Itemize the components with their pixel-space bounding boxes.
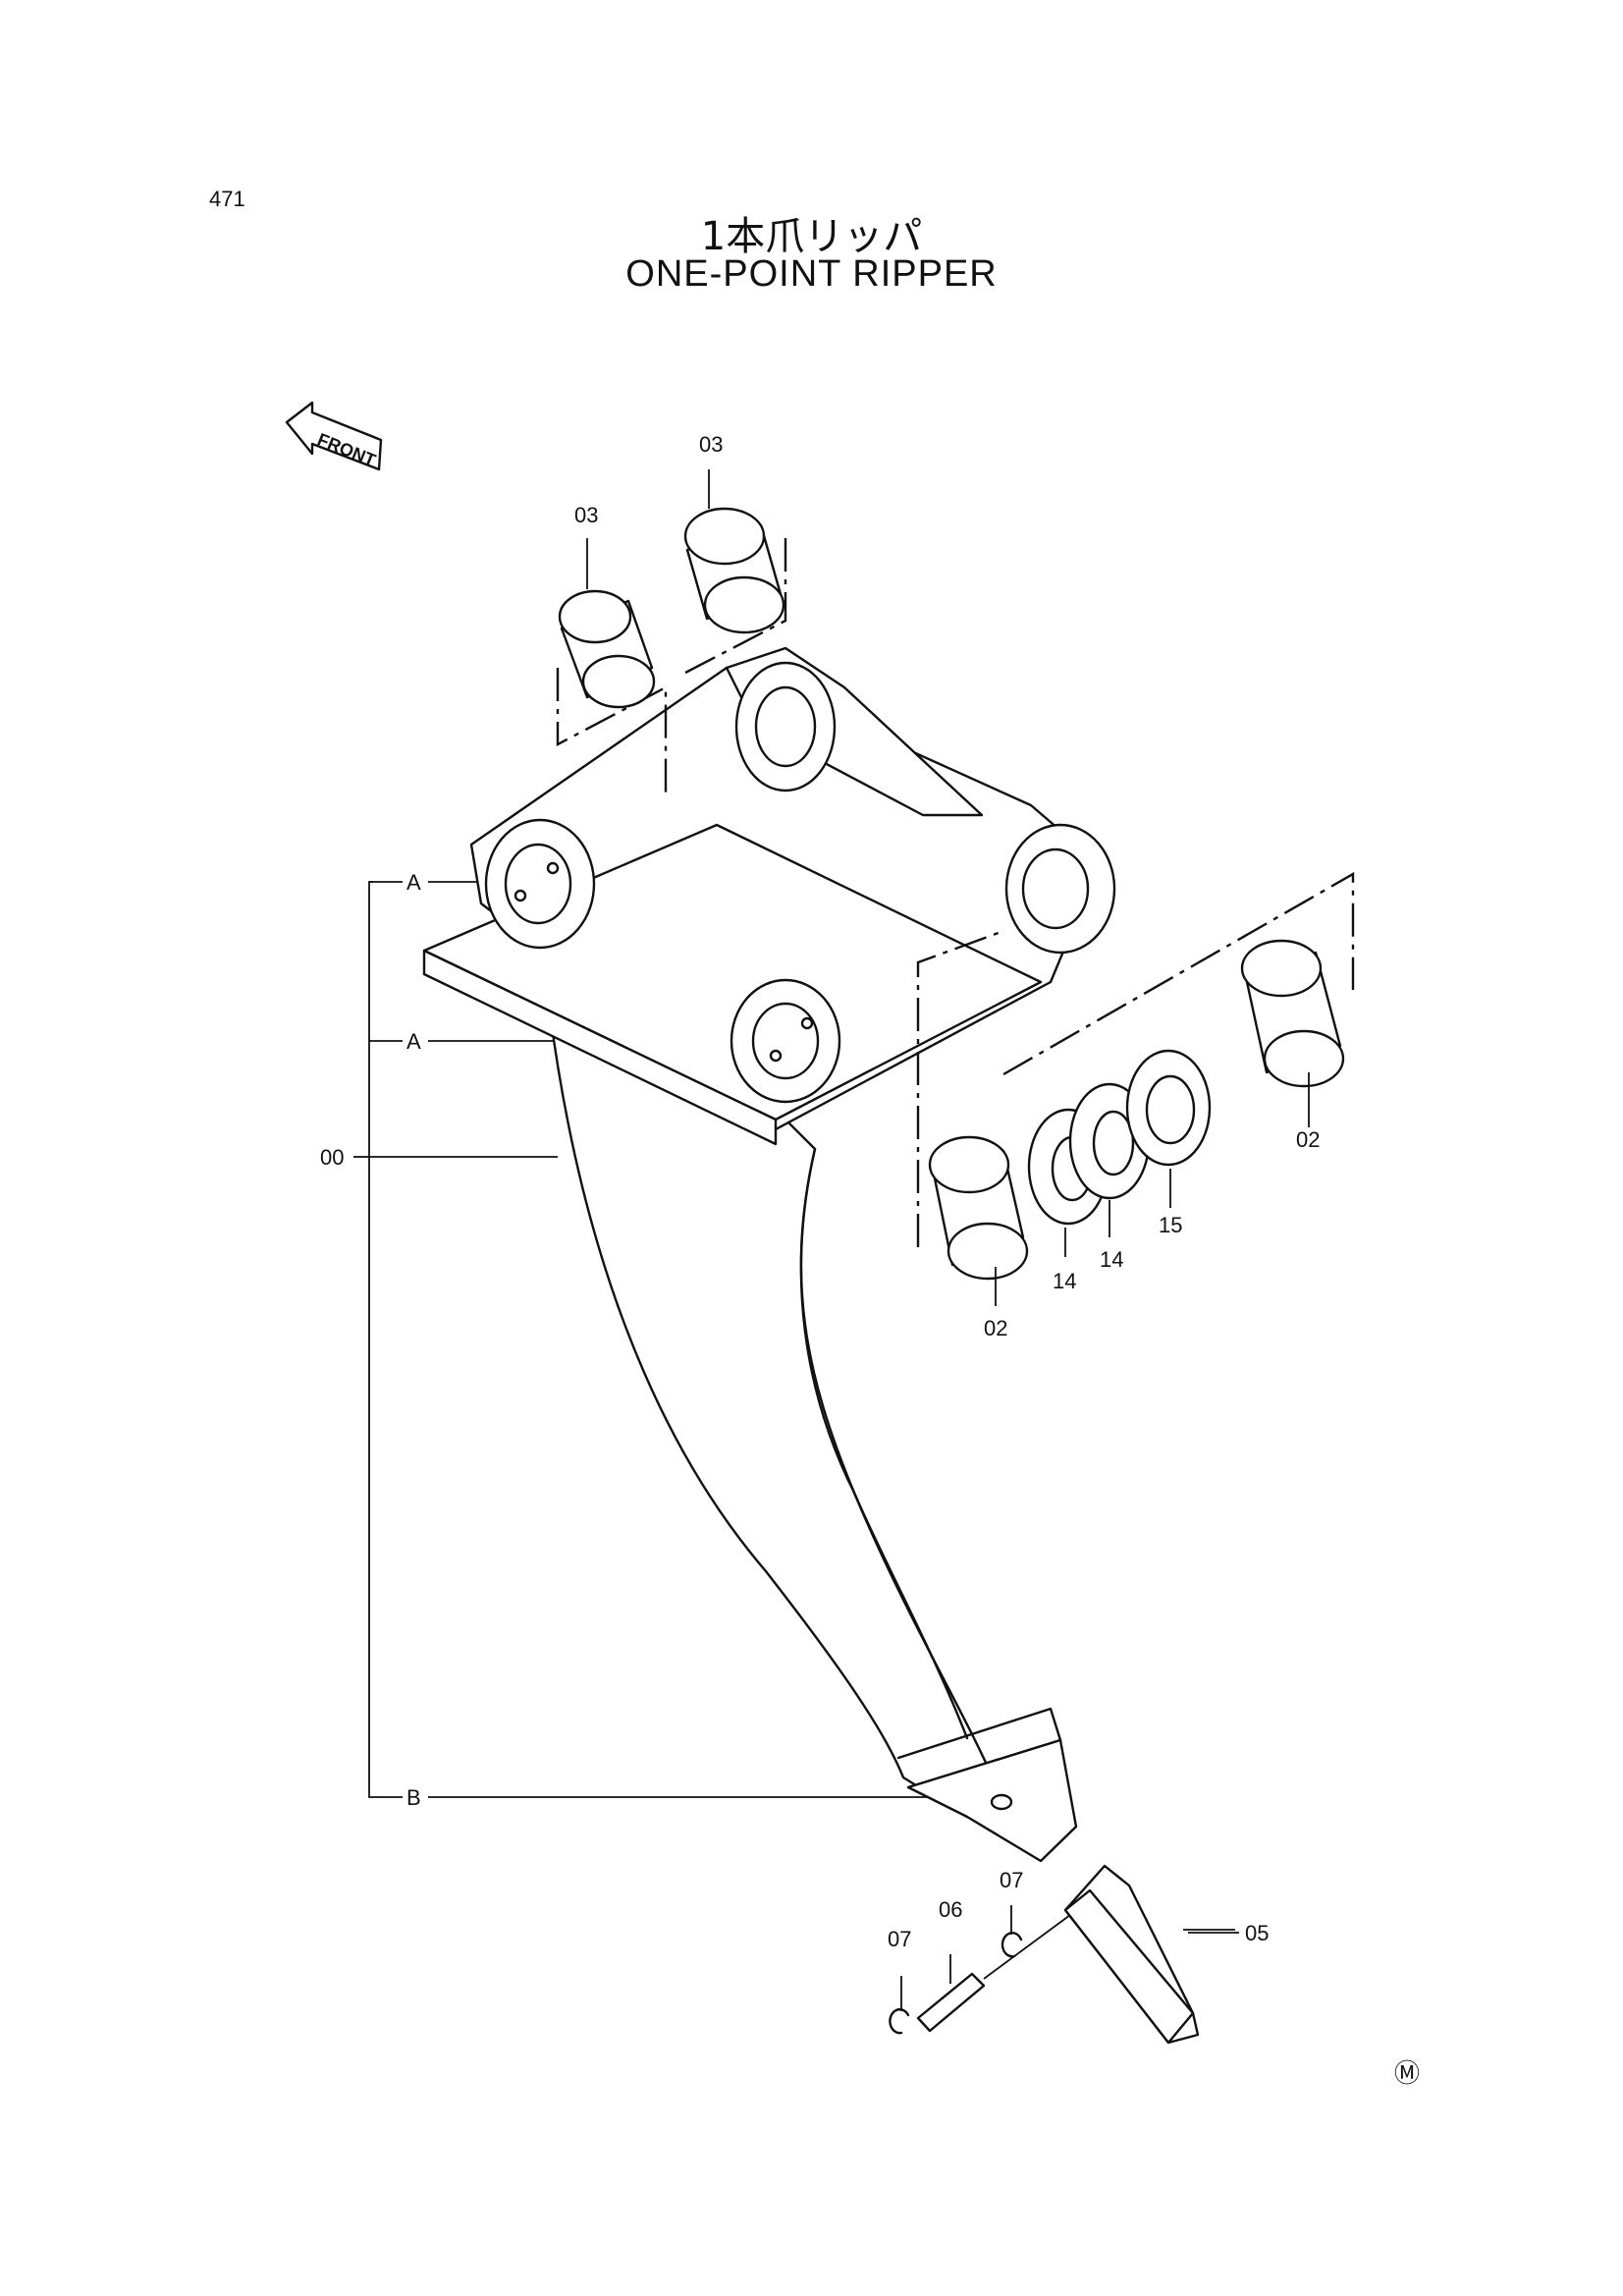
- callout-05: 05: [1245, 1921, 1269, 1945]
- ref-label-a-lower: A: [406, 1029, 421, 1054]
- callout-14-a: 14: [1053, 1269, 1076, 1293]
- ring-07-right: [1001, 1932, 1023, 1958]
- ring-07-left: [889, 2008, 910, 2035]
- ref-label-a-upper: A: [406, 870, 421, 895]
- bushing-03-right: [683, 507, 785, 634]
- title-english: ONE-POINT RIPPER: [625, 253, 998, 295]
- callout-02-lower: 02: [984, 1316, 1007, 1340]
- pin-06: [916, 1914, 1071, 2033]
- plate-15: [1125, 1049, 1212, 1167]
- callout-03-left: 03: [574, 503, 598, 527]
- mounting-bracket: [422, 646, 1116, 1146]
- callout-03-right: 03: [699, 432, 723, 457]
- callout-15: 15: [1159, 1213, 1182, 1237]
- callout-02-right: 02: [1296, 1127, 1320, 1152]
- callout-00: 00: [320, 1145, 344, 1170]
- bushing-02-lower: [928, 1135, 1029, 1281]
- bushing-02-right: [1240, 939, 1345, 1088]
- callout-06: 06: [939, 1897, 962, 1922]
- alignment-lines: [556, 538, 1355, 1247]
- ripper-shank-body: [548, 1010, 1078, 1863]
- ripper-tip-05: [1063, 1864, 1235, 2045]
- m-mark: Ⓜ: [1394, 2058, 1420, 2088]
- callout-07-right: 07: [1000, 1868, 1023, 1892]
- page-number: 471: [209, 187, 245, 211]
- title-japanese: 1本爪リッパ: [700, 214, 923, 259]
- callout-14-b: 14: [1100, 1247, 1123, 1272]
- ref-label-b: B: [406, 1785, 421, 1810]
- callout-07-left: 07: [888, 1927, 911, 1951]
- leader-lines: [586, 469, 1310, 2011]
- bushing-03-left: [558, 589, 656, 709]
- front-arrow-icon: FRONT: [285, 401, 383, 471]
